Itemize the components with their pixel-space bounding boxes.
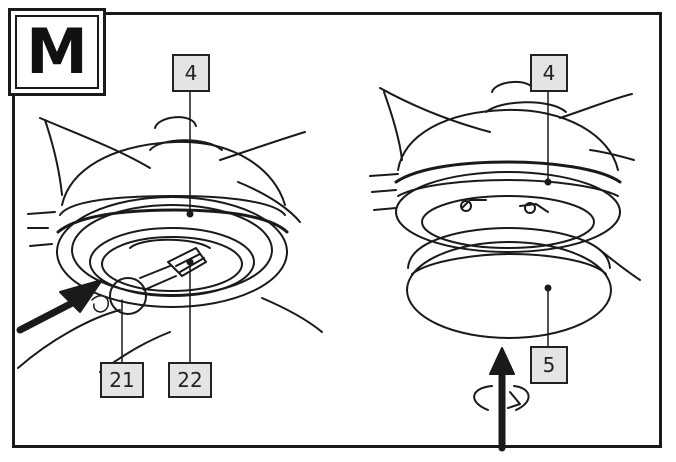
right-housing-dome	[397, 108, 619, 171]
right-inner-screw	[460, 200, 472, 212]
right-blade-left-stub	[369, 173, 399, 211]
leader-dot-right-5	[544, 284, 552, 292]
callout-left-22: 22	[168, 362, 212, 398]
callout-right-5: 5	[530, 346, 568, 384]
left-housing-band	[59, 195, 286, 216]
right-motor-collar	[485, 101, 567, 113]
step-badge: M	[8, 8, 106, 96]
left-blade-right-2	[237, 181, 301, 223]
left-inner-opening	[89, 227, 255, 297]
left-blade-left-stub	[27, 211, 56, 247]
step-badge-inner: M	[15, 15, 99, 89]
right-fan-assembly	[369, 81, 641, 347]
left-inner-ring	[101, 236, 243, 292]
left-bulb-globe	[109, 277, 147, 315]
right-blade-right	[559, 93, 633, 119]
left-bulb-neck	[139, 265, 177, 291]
left-housing-dome	[61, 140, 286, 206]
left-blade-lower-left	[17, 309, 121, 369]
arrow-up-rotate-icon	[473, 347, 530, 452]
leader-dot-left-22	[186, 258, 194, 266]
right-housing-rim	[395, 171, 621, 253]
right-housing-band	[394, 160, 622, 184]
arrow-right-icon	[16, 279, 109, 334]
diagram-frame	[12, 12, 662, 448]
callout-right-4: 4	[530, 54, 568, 92]
right-blade-back	[379, 87, 491, 133]
right-blade-back-2	[383, 91, 403, 161]
leader-dot-right-4	[544, 178, 552, 186]
left-socket-mount	[129, 238, 211, 249]
right-inner-opening	[421, 195, 595, 249]
left-blade-back	[39, 117, 151, 169]
step-letter: M	[26, 15, 88, 88]
left-motor-cap	[154, 116, 197, 129]
right-motor-cap	[491, 81, 535, 93]
callout-left-4: 4	[172, 54, 210, 92]
left-blade-lower-right	[261, 297, 323, 333]
left-bulb-holder	[167, 247, 207, 277]
right-cover-rim	[407, 227, 611, 269]
callout-left-21: 21	[100, 362, 144, 398]
left-fan-assembly	[17, 89, 323, 373]
left-blade-right	[219, 131, 306, 161]
right-cover-edge	[411, 253, 607, 275]
left-blade-back-2	[44, 119, 63, 196]
leader-dot-left-4	[186, 210, 194, 218]
left-housing-band-2	[56, 208, 289, 234]
right-inner-screw-2	[524, 202, 536, 214]
right-housing-band-2	[397, 179, 619, 197]
right-cover-dome	[406, 241, 612, 339]
